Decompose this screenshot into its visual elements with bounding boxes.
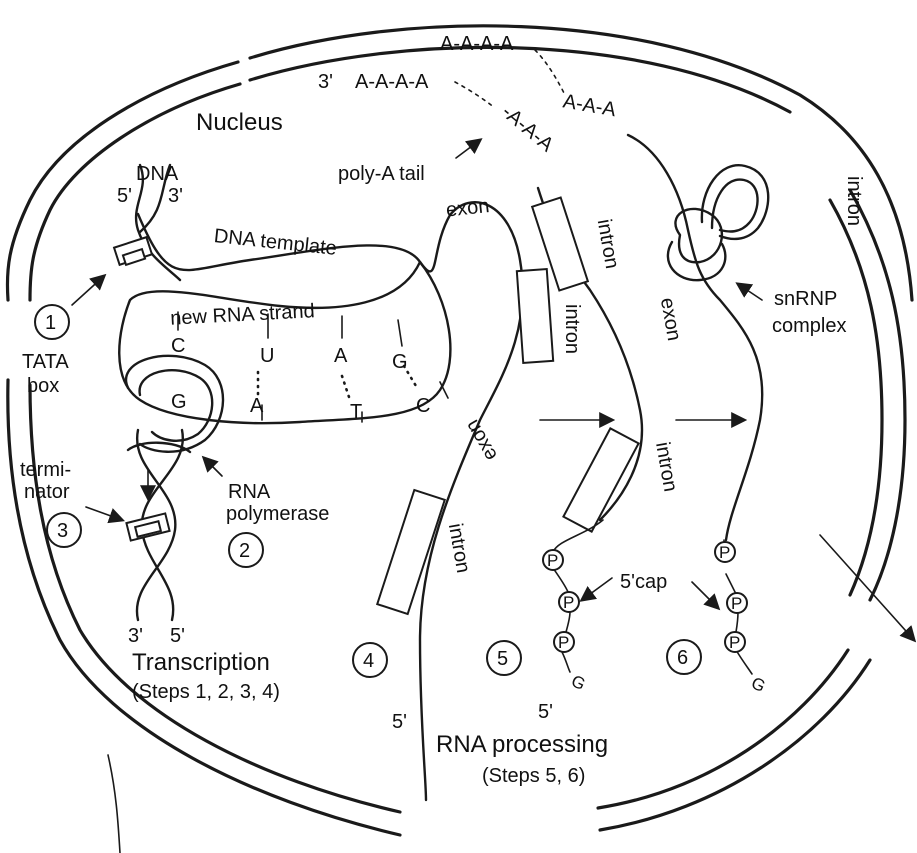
poly-a-chain-4: A-A-A <box>561 90 618 121</box>
transcription-steps: (Steps 1, 2, 3, 4) <box>132 681 280 703</box>
guanine-cap-label: G <box>748 673 768 696</box>
nucleus-label: Nucleus <box>196 109 283 136</box>
intron-label-lower: intron <box>444 522 474 575</box>
snrnp-complex <box>668 165 768 280</box>
phosphate-label: P <box>729 633 740 652</box>
dna-base-g: G <box>171 391 187 413</box>
nuclear-envelope <box>7 26 912 853</box>
intron-label-snrnp: intron <box>843 176 865 226</box>
dna-template-bubble <box>119 202 522 800</box>
arrow-terminator <box>86 507 122 520</box>
snrnp-label-line2: complex <box>772 315 846 337</box>
strand-step4 <box>377 490 445 614</box>
arrow-cap-right <box>692 582 718 608</box>
intron-label-right: intron <box>651 440 681 493</box>
arrow-tata <box>72 276 104 305</box>
phosphate-label: P <box>547 551 558 570</box>
dna-base-t: T <box>350 401 362 423</box>
arrow-cap-left <box>582 578 612 600</box>
dna-base-a: A <box>250 395 264 417</box>
step-number-5: 5 <box>497 648 508 670</box>
arrow-snrnp <box>738 284 762 300</box>
phosphate-label: P <box>558 633 569 652</box>
intron-box-upper-left <box>517 269 553 363</box>
bottom-3prime-label: 3' <box>128 625 143 647</box>
rna-polymerase-label-line1: RNA <box>228 481 271 503</box>
dna-base-c: C <box>416 395 430 417</box>
strand-5-5prime-label: 5' <box>538 701 553 723</box>
arrows <box>72 140 914 640</box>
snrnp-label-line1: snRNP <box>774 288 837 310</box>
rna-processing-steps: (Steps 5, 6) <box>482 765 585 787</box>
intron-label-upper: intron <box>593 217 623 270</box>
dna-template-label: DNA template <box>213 225 338 260</box>
guanine-cap-label: G <box>568 671 588 694</box>
poly-a-chain-3: -A-A-A <box>497 101 558 157</box>
labels: Nucleus DNA 5' 3' DNA template new RNA s… <box>20 33 865 787</box>
phosphate-label: P <box>719 543 730 562</box>
dna-label: DNA <box>136 163 179 185</box>
dna-3prime-label: 3' <box>168 185 183 207</box>
rna-base-c: C <box>171 335 185 357</box>
dna-helix-bottom <box>126 430 190 620</box>
poly-a-tail-label: poly-A tail <box>338 163 425 185</box>
step-number-2: 2 <box>239 540 250 562</box>
poly-a-chain-2: A-A-A-A <box>440 33 514 55</box>
phosphate-label: P <box>563 593 574 612</box>
phosphate-label: P <box>731 594 742 613</box>
intron-label-mid: intron <box>561 304 583 354</box>
exon-label-lower: exon <box>461 416 502 465</box>
bottom-5prime-label: 5' <box>170 625 185 647</box>
rna-processing-title: RNA processing <box>436 731 608 758</box>
poly-a-3prime-label: 3' <box>318 71 333 93</box>
step-number-3: 3 <box>57 520 68 542</box>
terminator-label-line1: termi- <box>20 459 71 481</box>
arrow-poly-a <box>456 140 480 158</box>
step-number-1: 1 <box>45 312 56 334</box>
poly-a-dotted <box>455 50 565 108</box>
strand-step6 <box>628 135 762 540</box>
phosphate-letters: P P P P P P G G <box>547 543 768 696</box>
rna-base-u: U <box>260 345 274 367</box>
exon-label-top: exon <box>445 195 490 221</box>
dna-5prime-label: 5' <box>117 185 132 207</box>
new-rna-strand-label: new RNA strand <box>170 300 315 330</box>
step-number-6: 6 <box>677 647 688 669</box>
tata-label-line2: box <box>27 375 59 397</box>
strand-4-5prime-label: 5' <box>392 711 407 733</box>
poly-a-chain-1: A-A-A-A <box>355 71 429 93</box>
five-cap-label: 5'cap <box>620 571 667 593</box>
tata-box-marker <box>114 237 152 265</box>
rna-base-a: A <box>334 345 348 367</box>
exon-label-right: exon <box>656 296 685 343</box>
rna-polymerase-label-line2: polymerase <box>226 503 329 525</box>
tata-label-line1: TATA <box>22 351 69 373</box>
arrow-rna-polymerase <box>204 458 222 476</box>
rna-base-g: G <box>392 351 408 373</box>
terminator-label-line2: nator <box>24 481 70 503</box>
step-number-4: 4 <box>363 650 374 672</box>
transcription-title: Transcription <box>132 649 270 676</box>
